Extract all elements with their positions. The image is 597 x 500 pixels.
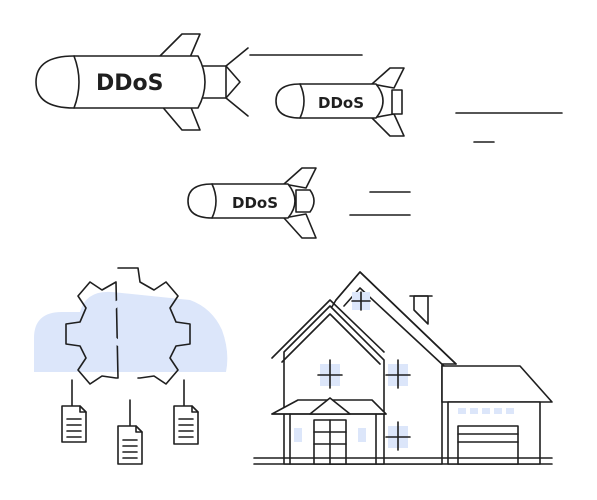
cloud-gear-group — [34, 267, 228, 465]
window-icon — [294, 428, 302, 442]
rocket-icon — [275, 67, 405, 137]
rocket-label-small: DDoS — [232, 194, 278, 212]
document-icon — [61, 405, 87, 443]
rocket-large: DDoS — [35, 33, 249, 131]
window-icon — [317, 359, 343, 389]
window-icon — [358, 428, 366, 442]
rocket-medium: DDoS — [275, 67, 405, 137]
rocket-label-large: DDoS — [96, 71, 163, 96]
rocket-small: DDoS — [187, 167, 317, 239]
window-icon — [385, 421, 411, 451]
window-icon — [458, 408, 514, 414]
gear-icon — [65, 267, 191, 385]
window-icon — [385, 359, 411, 389]
document-icon — [117, 425, 143, 465]
speed-lines-top — [249, 54, 563, 216]
rocket-icon — [187, 167, 317, 239]
rocket-label-medium: DDoS — [318, 94, 364, 112]
window-icon — [351, 291, 371, 311]
document-icon — [173, 405, 199, 445]
rocket-icon — [35, 33, 249, 131]
house-icon — [253, 271, 553, 465]
